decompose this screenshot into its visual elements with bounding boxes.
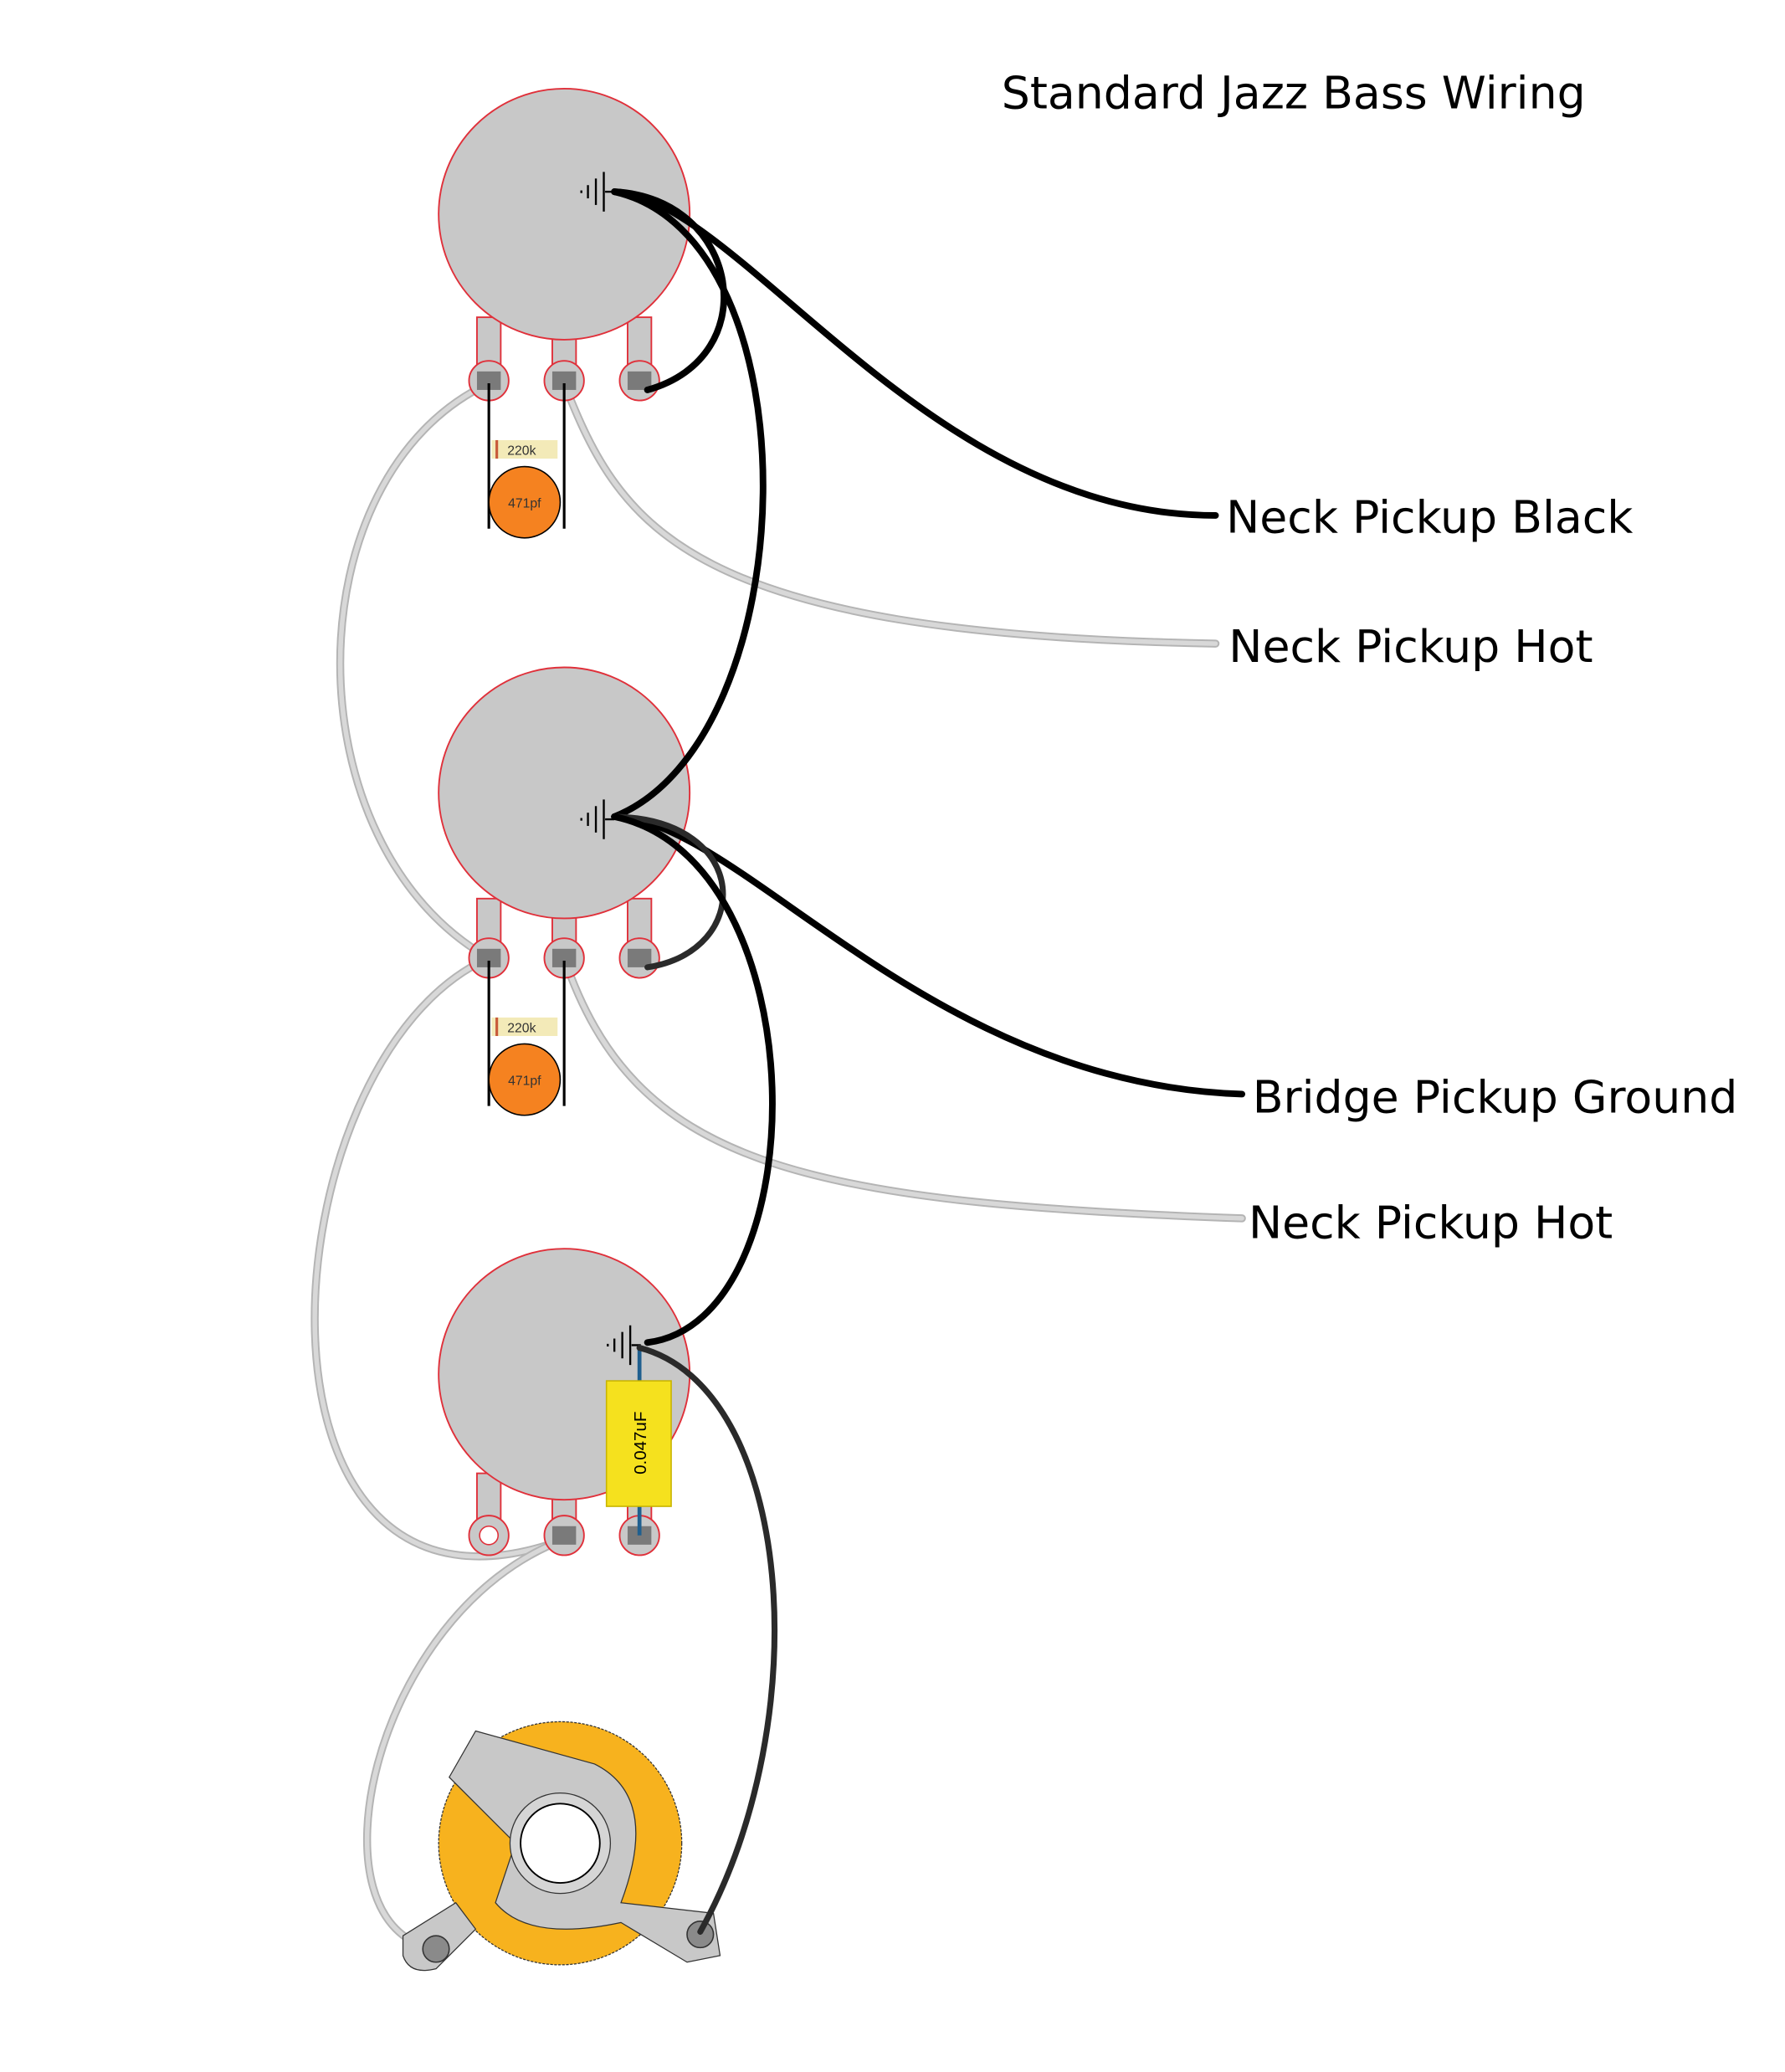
capacitor-label: 471pf	[508, 496, 541, 510]
label-neck-pickup-black: Neck Pickup Black	[1226, 490, 1633, 543]
volume-pot-bridge	[438, 666, 691, 979]
output-jack	[402, 1721, 721, 1972]
ground-icon	[580, 799, 615, 839]
diagram-title: Standard Jazz Bass Wiring	[1002, 67, 1586, 120]
capacitor-label: 471pf	[508, 1074, 541, 1088]
resistor-label: 220k	[507, 1021, 536, 1035]
black-wires	[611, 188, 1246, 1935]
tone-cap-label: 0.047uF	[631, 1412, 650, 1475]
gray-wires	[310, 379, 1246, 1953]
label-neck-pickup-hot-2: Neck Pickup Hot	[1249, 1197, 1613, 1249]
volume-pot-neck	[438, 88, 691, 402]
label-bridge-pickup-ground: Bridge Pickup Ground	[1253, 1071, 1738, 1124]
resistor-label: 220k	[507, 444, 536, 458]
treble-bleed-neck: 220k 471pf	[487, 383, 566, 539]
ground-icon	[580, 172, 615, 212]
label-neck-pickup-hot-1: Neck Pickup Hot	[1228, 620, 1593, 673]
treble-bleed-bridge: 220k 471pf	[487, 961, 566, 1116]
tone-capacitor: 0.047uF	[605, 1347, 672, 1536]
